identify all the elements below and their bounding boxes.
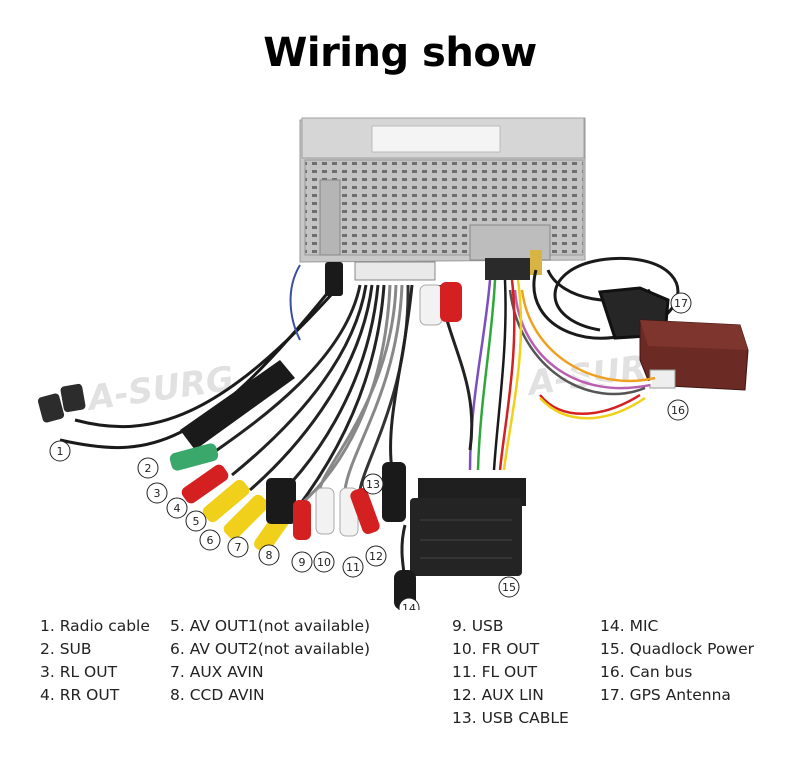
antenna-port [530,250,542,275]
callout-5: 5 [185,510,207,532]
legend-item: 1. Radio cable [40,617,150,635]
legend-item: 5. AV OUT1(not available) [170,617,371,635]
svg-text:16: 16 [671,404,685,417]
legend-item: 2. SUB [40,640,92,658]
legend-column-4: 14. MIC 15. Quadlock Power 16. Can bus 1… [600,615,754,707]
legend-item: 6. AV OUT2(not available) [170,640,371,658]
svg-text:2: 2 [145,462,152,475]
callout-3: 3 [146,482,168,504]
legend-item: 9. USB [452,617,504,635]
wiring-diagram: A-SURG A-SURG [37,117,749,610]
callout-6: 6 [199,529,221,551]
legend-item: 10. FR OUT [452,640,540,658]
callout-16: 16 [667,399,689,421]
rca-connectors [169,282,462,554]
callout-8: 8 [258,544,280,566]
main-connector [354,261,436,281]
legend-item: 17. GPS Antenna [600,686,731,704]
compliance-label [371,125,501,153]
callout-10: 10 [313,551,335,573]
legend-item: 3. RL OUT [40,663,118,681]
legend-item: 15. Quadlock Power [600,640,755,658]
callout-1: 1 [49,440,71,462]
can-bus-box [639,319,749,391]
svg-text:13: 13 [366,478,380,491]
legend-item: 8. CCD AVIN [170,686,265,704]
callout-15: 15 [498,576,520,598]
svg-text:4: 4 [174,502,181,515]
svg-text:10: 10 [317,556,331,569]
svg-text:9: 9 [299,556,306,569]
usb-cable-plug [382,462,406,522]
radio-cable [37,262,343,450]
quadlock-wires [468,279,523,471]
legend-item: 7. AUX AVIN [170,663,264,681]
legend-column-2: 5. AV OUT1(not available) 6. AV OUT2(not… [170,615,370,707]
legend-item: 4. RR OUT [40,686,120,704]
callout-4: 4 [166,497,188,519]
legend-item: 12. AUX LIN [452,686,544,704]
canbus-wires [508,289,656,420]
iso-connector [485,258,530,280]
svg-text:6: 6 [207,534,214,547]
svg-text:12: 12 [369,550,383,563]
svg-text:7: 7 [235,541,242,554]
callout-9: 9 [291,551,313,573]
callout-2: 2 [137,457,159,479]
svg-text:15: 15 [502,581,516,594]
head-unit [299,117,586,281]
svg-text:14: 14 [402,602,416,610]
svg-text:8: 8 [266,549,273,562]
callout-12: 12 [365,545,387,567]
legend-item: 14. MIC [600,617,659,635]
legend-item: 16. Can bus [600,663,693,681]
legend-column-1: 1. Radio cable 2. SUB 3. RL OUT 4. RR OU… [40,615,150,707]
legend-column-3: 9. USB 10. FR OUT 11. FL OUT 12. AUX LIN… [452,615,569,730]
svg-text:3: 3 [154,487,161,500]
svg-text:11: 11 [346,561,360,574]
svg-text:1: 1 [57,445,64,458]
page-title: Wiring show [263,30,537,76]
svg-text:5: 5 [193,515,200,528]
usb-plug [266,478,296,524]
quadlock-connector [410,478,526,576]
callout-17: 17 [670,292,692,314]
legend-item: 13. USB CABLE [452,709,569,727]
callout-14: 14 [398,597,420,610]
callout-11: 11 [342,556,364,578]
svg-text:17: 17 [674,297,688,310]
callout-7: 7 [227,536,249,558]
callout-13: 13 [362,473,384,495]
legend-item: 11. FL OUT [452,663,538,681]
